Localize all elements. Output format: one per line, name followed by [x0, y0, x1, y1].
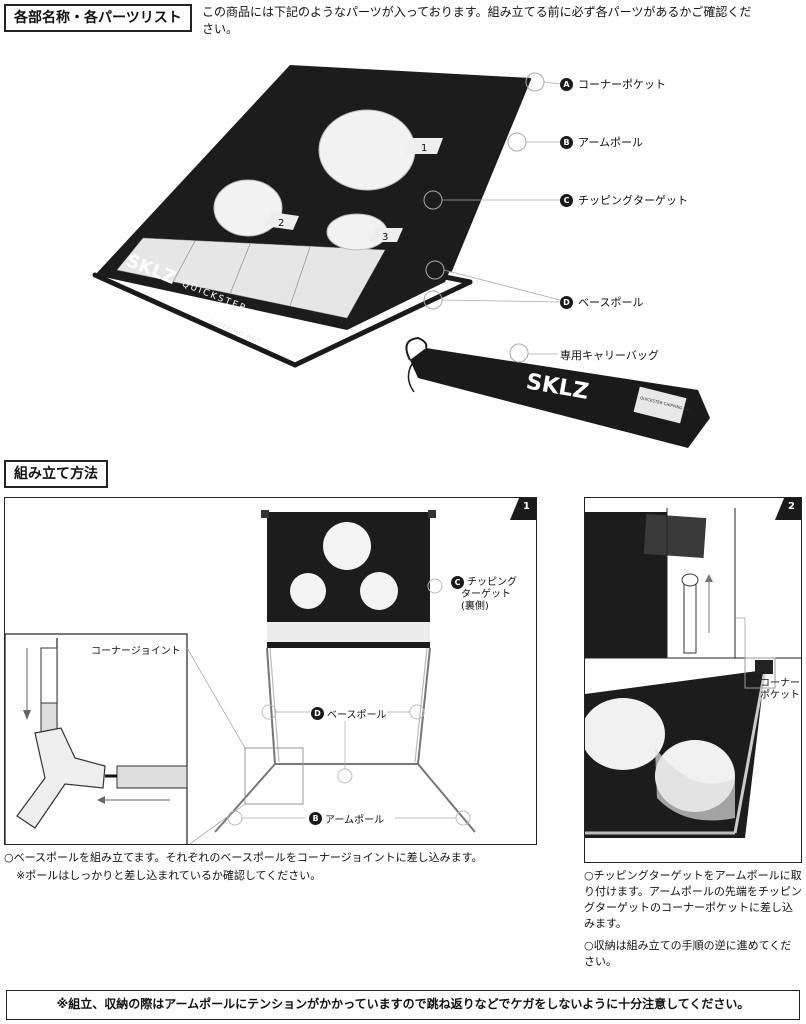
step1-hole-right [360, 572, 398, 610]
target-hole-1 [318, 109, 416, 191]
callout-label: コーナーポケット [578, 78, 666, 91]
callout-base-pole: D ベースポール [560, 294, 643, 310]
step-2-panel: 2 コーナー ポケット [584, 497, 802, 863]
badge-c: C [451, 576, 464, 589]
badge-a: A [560, 77, 573, 91]
hole-1-label: 1 [421, 143, 427, 154]
net-mesh-band [116, 237, 386, 319]
arm-pole-frame [448, 77, 532, 273]
carry-bag-illustration: SKLZ QUICKSTER CHIPPING NET [405, 336, 710, 448]
parts-intro-text: この商品には下記のようなパーツが入っております。組み立てる前に必ず各パーツがある… [202, 5, 752, 36]
safety-warning: ※組立、収納の際はアームポールにテンションがかかっていますので跳ね返りなどでケガ… [6, 990, 800, 1020]
bag-label-tag [633, 386, 687, 424]
arm-pole-text: アームポール [325, 815, 385, 826]
callout-label: ベースポール [578, 296, 644, 309]
chipping-net-illustration: 1 2 3 SKLZ QUICKSTER CHIPPING NET [92, 65, 561, 368]
assembly-section-title: 組み立て方法 [4, 460, 108, 488]
badge-b: B [309, 812, 322, 825]
target-mesh-strip [267, 622, 430, 642]
callout-arm-pole: B アームポール [560, 134, 643, 150]
step-2-note-2: ○収納は組み立ての手順の逆に進めてください。 [584, 939, 792, 968]
step-1-note-1: ○ベースポールを組み立てます。それぞれのベースポールをコーナージョイントに差し込… [4, 851, 483, 864]
step1-target-line-3: (裏側) [461, 601, 489, 612]
step-2-illustration [585, 508, 801, 838]
step-1-note-2: ※ポールはしっかりと差し込まれているか確認してください。 [16, 869, 322, 882]
step1-base-pole-label: D ベースポール [311, 706, 387, 721]
step2-corner-pocket-label: コーナー ポケット [760, 678, 800, 702]
carry-bag [410, 348, 710, 448]
step1-target-line-2: ターゲット [461, 589, 511, 600]
badge-d: D [311, 707, 324, 720]
corner-joint-label: コーナージョイント [91, 642, 181, 657]
step-2-note-1: ○チッピングターゲットをアームポールに取り付けます。アームポールの先端をチッピン… [584, 869, 802, 930]
corner-pocket-line-1: コーナー [760, 678, 800, 689]
callout-chipping-target: C チッピングターゲット [560, 192, 688, 208]
base-pole-text: ベースポール [327, 710, 387, 721]
callout-label: アームポール [578, 136, 644, 149]
callout-corner-pocket: A コーナーポケット [560, 76, 666, 92]
callout-label: チッピングターゲット [578, 194, 688, 207]
callout-label: 専用キャリーバッグ [560, 349, 659, 362]
hole-number-flags: 1 2 3 [265, 138, 443, 243]
step-1-panel: 1 [4, 497, 537, 845]
step1-hole-left [290, 573, 326, 609]
step1-arm-pole-label: B アームポール [309, 811, 385, 826]
target-hole-2 [213, 179, 283, 237]
hole-2-label: 2 [278, 218, 284, 229]
parts-section-title: 各部名称・各パーツリスト [4, 4, 192, 32]
step1-hole-top [323, 522, 371, 570]
step-1-illustration [5, 510, 476, 844]
target-text: チッピング [467, 576, 517, 588]
corner-pocket-line-2: ポケット [760, 690, 800, 701]
badge-c: C [560, 193, 573, 207]
badge-d: D [560, 295, 573, 309]
hole-3-label: 3 [382, 232, 388, 243]
badge-b: B [560, 135, 573, 149]
callout-carry-bag: 専用キャリーバッグ [560, 347, 659, 363]
